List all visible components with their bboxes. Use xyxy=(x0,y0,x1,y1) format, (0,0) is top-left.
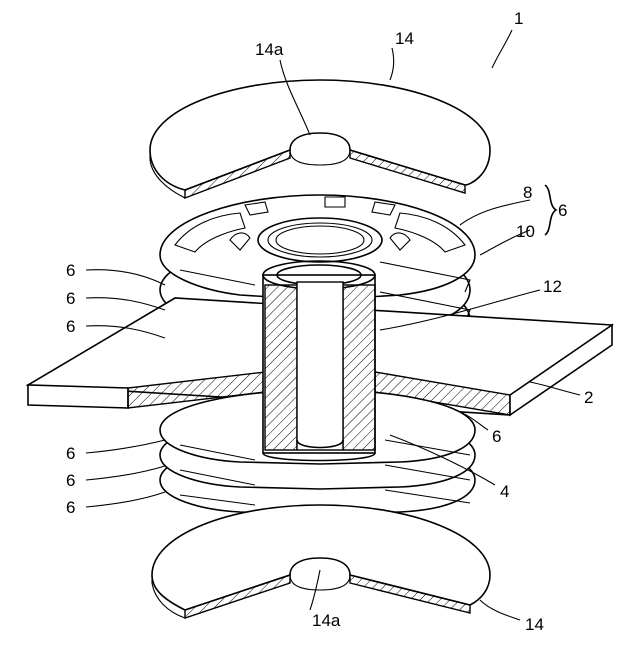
collar-tube xyxy=(263,261,375,461)
label-bottom-washer-notch: 14a xyxy=(312,611,341,630)
collar-section-right xyxy=(343,285,375,450)
label-unit-left-4: 6 xyxy=(66,444,75,463)
label-plate: 2 xyxy=(584,388,593,407)
label-top-washer-notch: 14a xyxy=(255,40,284,59)
label-unit-left-3: 6 xyxy=(66,317,75,336)
label-unit-left-5: 6 xyxy=(66,471,75,490)
label-assembly: 1 xyxy=(514,9,523,28)
label-bore: 12 xyxy=(543,277,562,296)
label-unit-left-1: 6 xyxy=(66,261,75,280)
label-unit-left-2: 6 xyxy=(66,289,75,308)
label-top-washer: 14 xyxy=(395,29,414,48)
bottom-washer xyxy=(152,505,490,618)
top-washer xyxy=(150,80,490,198)
label-unit-right: 6 xyxy=(492,427,501,446)
label-disc-upper: 8 xyxy=(523,183,532,202)
label-disc-lower: 10 xyxy=(516,222,535,241)
collar-section-left xyxy=(265,285,297,450)
label-unit-left-6: 6 xyxy=(66,498,75,517)
label-bottom-washer: 14 xyxy=(525,615,544,634)
label-collar: 4 xyxy=(500,482,509,501)
label-unit-brace: 6 xyxy=(558,201,567,220)
